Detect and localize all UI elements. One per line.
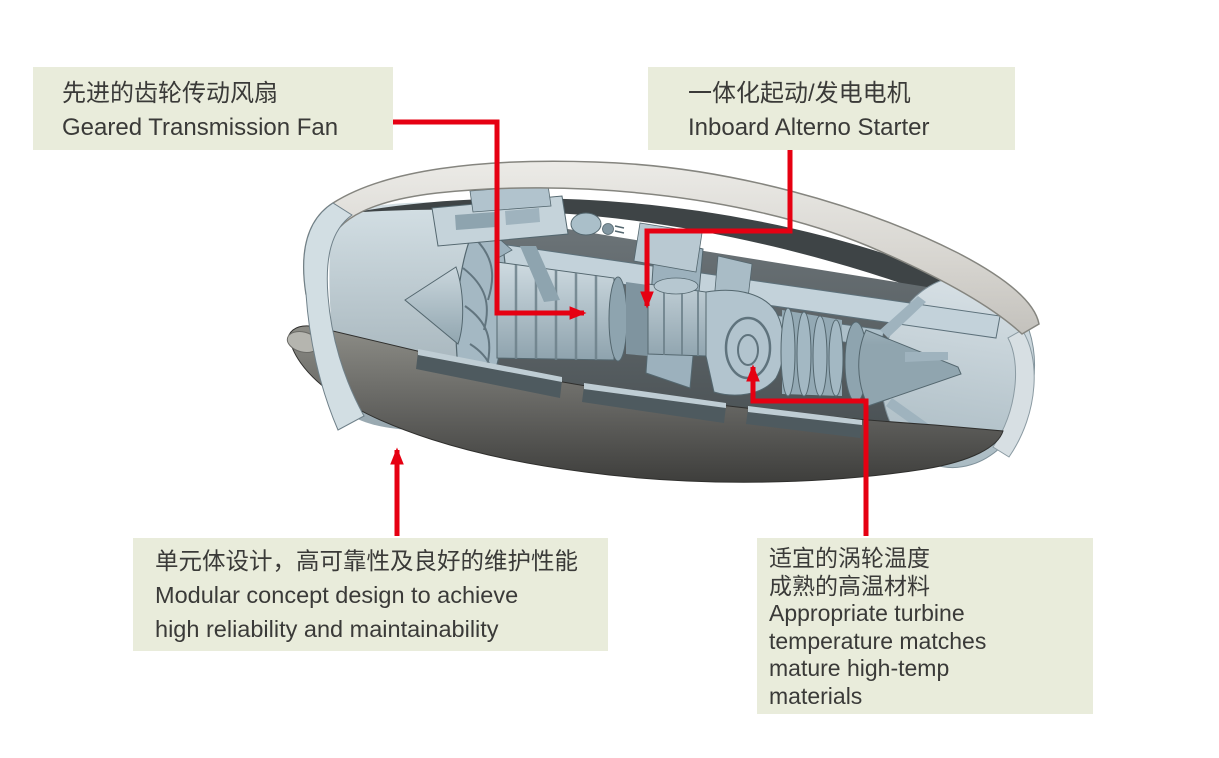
- turbine-disk-1: [780, 307, 796, 397]
- aft-strut-mid: [905, 352, 948, 362]
- turbine-disk-4: [828, 319, 844, 397]
- inlet-lip: [303, 202, 365, 431]
- gearbox-cylinder: [570, 212, 602, 236]
- gearbox-detail-2: [505, 208, 540, 225]
- fan-blade-lines: [462, 231, 494, 397]
- cowl-frame-edge-1: [418, 349, 562, 382]
- cowl-frame-edge-2: [584, 383, 726, 408]
- callout-line-en: Geared Transmission Fan: [62, 114, 339, 141]
- aft-rim: [992, 329, 1035, 458]
- callout-line-en: mature high-temp: [769, 655, 950, 681]
- starter-ribs: [663, 286, 699, 356]
- turbine-disk-3: [812, 315, 828, 397]
- callout-line-en: Inboard Alterno Starter: [688, 114, 930, 141]
- callout-line-en: Appropriate turbine: [769, 600, 965, 626]
- upper-interior-cavity: [350, 198, 1024, 333]
- spinner-cone: [404, 266, 464, 345]
- callout-line-zh: 适宜的涡轮温度: [769, 545, 930, 571]
- gearbox-detail-1: [455, 212, 496, 230]
- aft-strut-upper: [880, 296, 926, 338]
- cowl-frame-slab-3: [746, 409, 862, 438]
- callout-line-zh: 先进的齿轮传动风扇: [62, 80, 278, 107]
- callout-line-zh: 单元体设计，高可靠性及良好的维护性能: [155, 548, 578, 574]
- callout-line-en: Modular concept design to achieve: [155, 582, 519, 608]
- compressor-end-ring: [608, 276, 628, 362]
- callout-line-en: high reliability and maintainability: [155, 616, 499, 642]
- gearbox-hanger-link: [520, 246, 560, 302]
- nacelle-top-shell: [303, 160, 1040, 335]
- gearbox-bolt-threads: [614, 225, 625, 234]
- cowl-frame-edge-3: [748, 406, 862, 425]
- starter-dome: [653, 277, 699, 295]
- turbine-disk-2: [796, 311, 812, 397]
- gearbox-bolt: [602, 223, 614, 235]
- callout-line-zh: 一体化起动/发电电机: [688, 80, 911, 107]
- cowl-frame-slab-2: [582, 386, 726, 423]
- arrow-turbine-temperature: [746, 364, 869, 536]
- callout-line-en: temperature matches: [769, 627, 987, 654]
- callout-geared-transmission-fan: 先进的齿轮传动风扇 Geared Transmission Fan: [33, 67, 393, 150]
- cowl-frame-slab-1: [416, 352, 562, 398]
- turbine-drum: [782, 310, 842, 396]
- callout-modular-concept-design: 单元体设计，高可靠性及良好的维护性能 Modular concept desig…: [133, 538, 608, 651]
- combustor-housing: [705, 289, 784, 396]
- callout-turbine-temperature-materials: 适宜的涡轮温度 成熟的高温材料 Appropriate turbine temp…: [757, 538, 1093, 714]
- callout-inboard-alterno-starter: 一体化起动/发电电机 Inboard Alterno Starter: [648, 67, 1015, 150]
- callout-line-zh: 成熟的高温材料: [769, 572, 930, 599]
- arrow-geared-fan: [393, 119, 587, 320]
- exhaust-cone: [858, 329, 962, 407]
- annotation-arrows: [390, 119, 869, 536]
- callout-line-en: materials: [769, 682, 863, 709]
- arrow-alterno-starter: [640, 150, 793, 309]
